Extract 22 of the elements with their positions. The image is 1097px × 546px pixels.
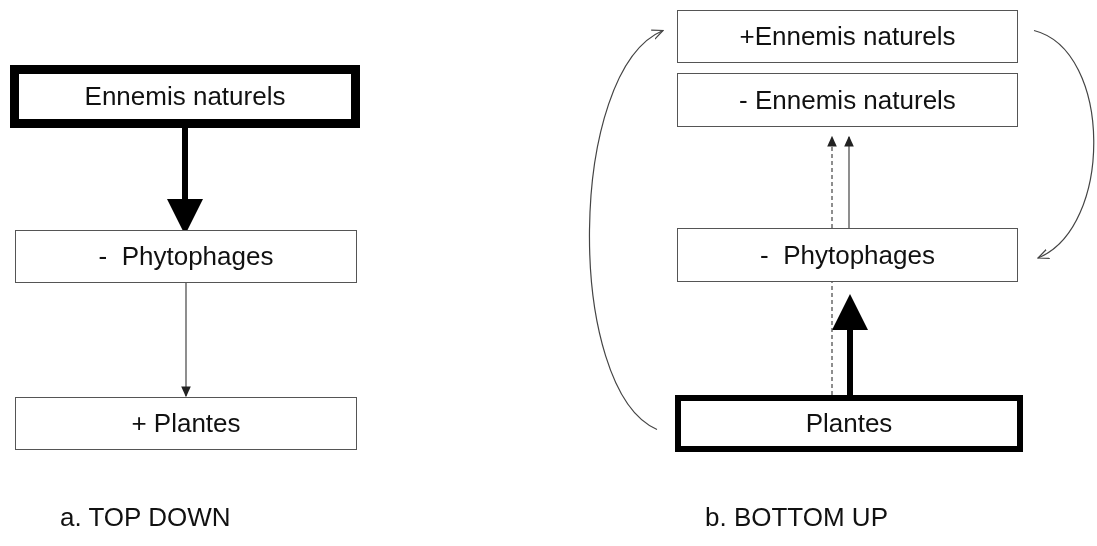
node-label: - Ennemis naturels <box>739 84 956 116</box>
panel-caption: b. BOTTOM UP <box>705 502 888 533</box>
process-box <box>10 65 360 128</box>
node-label: - Phytophages <box>98 241 274 272</box>
node-label: + Plantes <box>131 408 241 439</box>
process-box <box>677 228 1018 282</box>
process-box <box>675 395 1023 452</box>
arrow <box>588 29 664 431</box>
process-box <box>15 230 357 283</box>
node-label: Ennemis naturels <box>84 81 286 112</box>
arrow <box>181 282 191 398</box>
process-box <box>15 397 357 450</box>
process-box <box>677 10 1018 63</box>
arrow <box>832 294 868 395</box>
arrow <box>844 135 854 229</box>
arrow <box>1033 29 1095 259</box>
node-label: - Phytophages <box>760 239 935 271</box>
panel-caption: a. TOP DOWN <box>60 502 231 533</box>
arrow <box>827 135 837 229</box>
node-label: +Ennemis naturels <box>739 21 956 52</box>
node-label: Plantes <box>805 408 893 439</box>
process-box <box>677 73 1018 127</box>
